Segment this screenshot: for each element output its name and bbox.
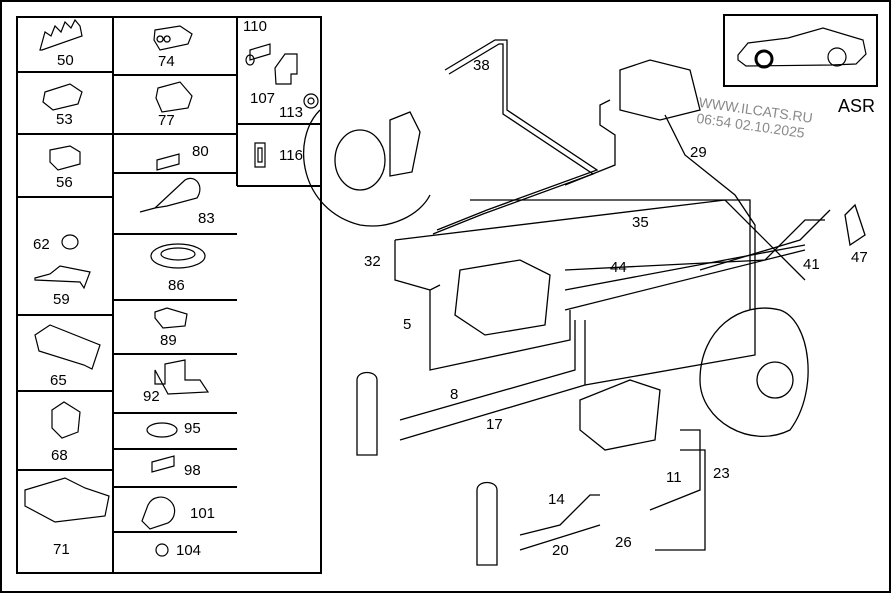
part-label[interactable]: 59 — [53, 291, 70, 308]
callout-label[interactable]: 38 — [473, 57, 490, 74]
part-label[interactable]: 101 — [190, 505, 216, 522]
callout-label[interactable]: 26 — [615, 534, 632, 551]
part-label[interactable]: 113 — [279, 104, 303, 121]
callout-label[interactable]: 44 — [610, 259, 627, 276]
callout-label[interactable]: 20 — [552, 542, 569, 559]
rubber-hanger-icon — [254, 142, 266, 168]
callout-label[interactable]: 14 — [548, 491, 565, 508]
part-label[interactable]: 65 — [50, 372, 67, 389]
part-label[interactable]: 68 — [51, 447, 68, 464]
grommet-icon — [150, 243, 206, 269]
bracket-47 — [844, 203, 866, 247]
nut-icon — [61, 234, 79, 250]
callout-label[interactable]: 5 — [403, 316, 412, 333]
accumulator-1 — [356, 371, 378, 456]
part-label[interactable]: 71 — [53, 541, 70, 558]
part-label[interactable]: 98 — [184, 462, 201, 479]
callout-label[interactable]: 23 — [713, 465, 730, 482]
cable-tie-icon — [139, 177, 201, 213]
parts-grid — [16, 16, 322, 574]
part-label[interactable]: 80 — [192, 143, 209, 160]
part-label[interactable]: 53 — [56, 111, 73, 128]
rubber-mount-icon — [146, 422, 178, 438]
part-label[interactable]: 56 — [56, 174, 73, 191]
part-label[interactable]: 89 — [160, 332, 177, 349]
part-label[interactable]: 110 — [243, 18, 267, 35]
part-label[interactable]: 92 — [143, 388, 160, 405]
callout-label[interactable]: 29 — [690, 144, 707, 161]
clip-holder-icon — [51, 401, 81, 439]
part-label[interactable]: 50 — [57, 52, 74, 69]
grommet-small-icon — [155, 543, 169, 557]
callout-label[interactable]: 35 — [632, 214, 649, 231]
callout-label[interactable]: 11 — [666, 469, 682, 486]
callout-label[interactable]: 17 — [486, 416, 503, 433]
part-label[interactable]: 107 — [250, 90, 276, 107]
callout-label[interactable]: 32 — [364, 253, 381, 270]
part-label[interactable]: 83 — [198, 210, 215, 227]
comb-clip-icon — [154, 307, 188, 329]
triple-clip-icon — [42, 83, 83, 111]
accumulator-2 — [476, 481, 498, 566]
part-label[interactable]: 95 — [184, 420, 201, 437]
front-left-caliper — [389, 111, 421, 177]
double-clip-icon — [153, 25, 193, 51]
bracket-icon — [34, 265, 91, 290]
spacer-icon — [245, 43, 271, 66]
bracket-icon — [274, 53, 298, 85]
car-rear-wheel-highlight-icon — [737, 27, 867, 67]
double-clip-icon — [24, 477, 110, 523]
hydraulic-unit-2 — [579, 379, 661, 451]
asr-label: ASR — [838, 96, 876, 116]
nut-icon — [303, 93, 319, 109]
line-clip-icon — [34, 324, 101, 370]
brake-lines — [302, 39, 866, 566]
part-label[interactable]: 116 — [279, 147, 303, 164]
bracket-icon — [154, 359, 210, 395]
part-label[interactable]: 86 — [168, 277, 185, 294]
pipe-clamp-icon — [141, 496, 176, 530]
master-cylinder — [619, 59, 701, 121]
part-label[interactable]: 104 — [176, 542, 202, 559]
callout-label[interactable]: 41 — [803, 256, 820, 273]
multi-clip-icon — [39, 18, 83, 51]
callout-label[interactable]: 47 — [851, 249, 868, 266]
part-label[interactable]: 62 — [33, 236, 50, 253]
spacer-icon — [151, 455, 175, 473]
rear-disc — [699, 307, 809, 437]
double-clip-icon — [155, 81, 193, 113]
hydraulic-unit — [454, 259, 551, 336]
block-clip-icon — [49, 145, 81, 171]
part-label[interactable]: 74 — [158, 53, 175, 70]
spacer-icon — [156, 153, 180, 171]
asr-inset — [723, 14, 878, 87]
part-label[interactable]: 77 — [158, 112, 175, 129]
front-left-disc — [302, 109, 431, 227]
callout-label[interactable]: 8 — [450, 386, 459, 403]
